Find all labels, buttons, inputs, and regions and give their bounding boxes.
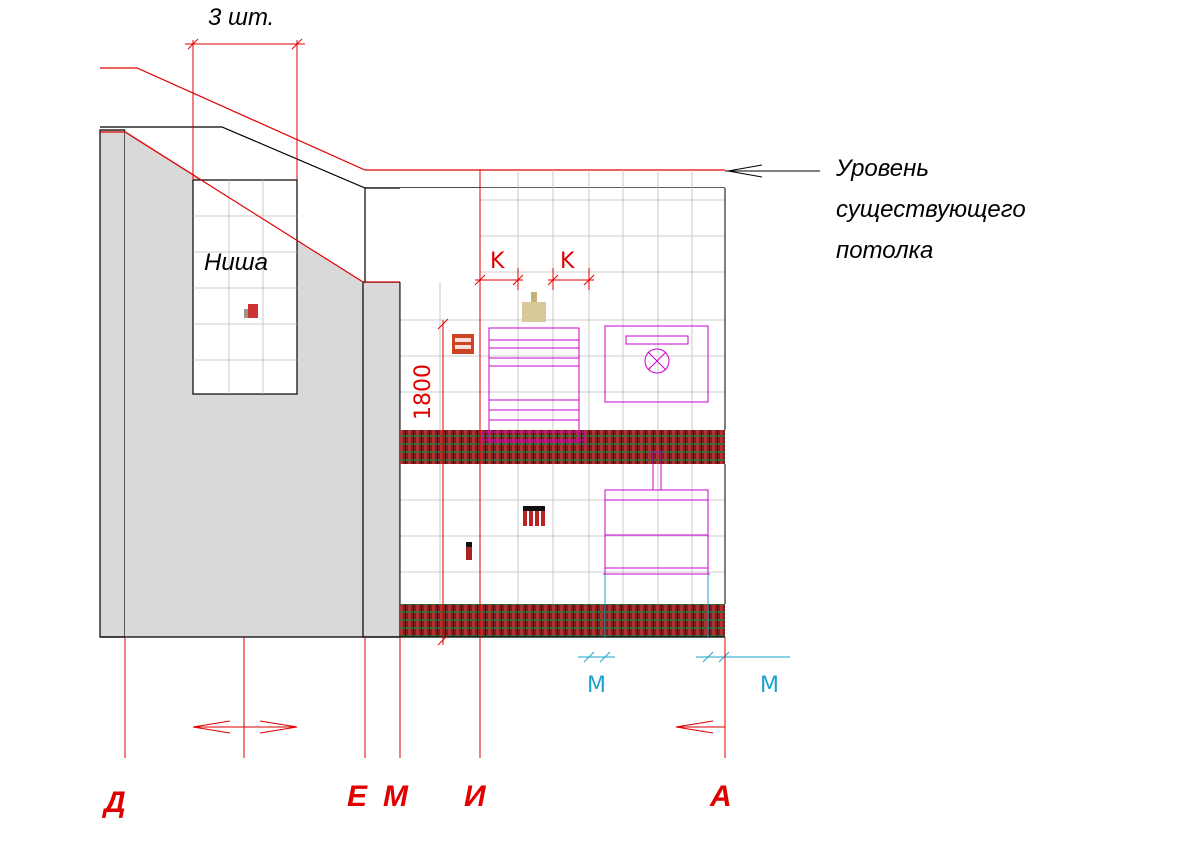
ceiling-label-line2: существующего — [836, 196, 1026, 223]
vanity-unit — [603, 451, 710, 575]
tartan-border-lower — [400, 604, 725, 637]
count-label: 3 шт. — [208, 4, 274, 31]
niche — [192, 179, 298, 395]
booth-icon — [244, 304, 258, 318]
axis-lines — [124, 637, 726, 758]
count-dimension — [185, 38, 305, 180]
wall-right-section — [362, 281, 401, 638]
height-dim-label: 1800 — [411, 364, 436, 420]
axis-label-e: Е — [347, 780, 368, 813]
wall-section — [99, 129, 126, 638]
ceiling-level-arrow — [725, 164, 820, 178]
m-dimensions — [578, 651, 790, 663]
niche-label: Ниша — [204, 249, 268, 276]
ceiling-label-line3: потолка — [836, 237, 933, 264]
m-dim-label-2: M — [760, 673, 779, 698]
tower-icon — [522, 292, 546, 322]
m-dim-label-1: M — [587, 673, 606, 698]
mirror-cabinet — [604, 325, 709, 403]
double-arrow-icon — [192, 720, 298, 734]
bus-icon — [452, 334, 474, 354]
left-arrow-icon — [675, 720, 725, 734]
towel-rail — [482, 327, 586, 445]
k-dim-label-1: K — [490, 249, 505, 274]
ceiling-red-upper — [100, 67, 725, 171]
k-dimensions — [474, 170, 595, 637]
axis-label-d: Д — [101, 786, 126, 819]
guard-icon — [466, 542, 472, 560]
ceiling-label-line1: Уровень — [835, 155, 929, 182]
k-dim-label-2: K — [560, 249, 575, 274]
guards-icon — [523, 506, 545, 526]
axis-label-m: М — [383, 780, 409, 813]
tartan-border-upper — [400, 430, 725, 464]
height-dimension — [437, 318, 449, 646]
axis-label-i: И — [464, 780, 487, 813]
tiled-wall — [399, 170, 726, 637]
axis-label-a: А — [709, 780, 732, 813]
